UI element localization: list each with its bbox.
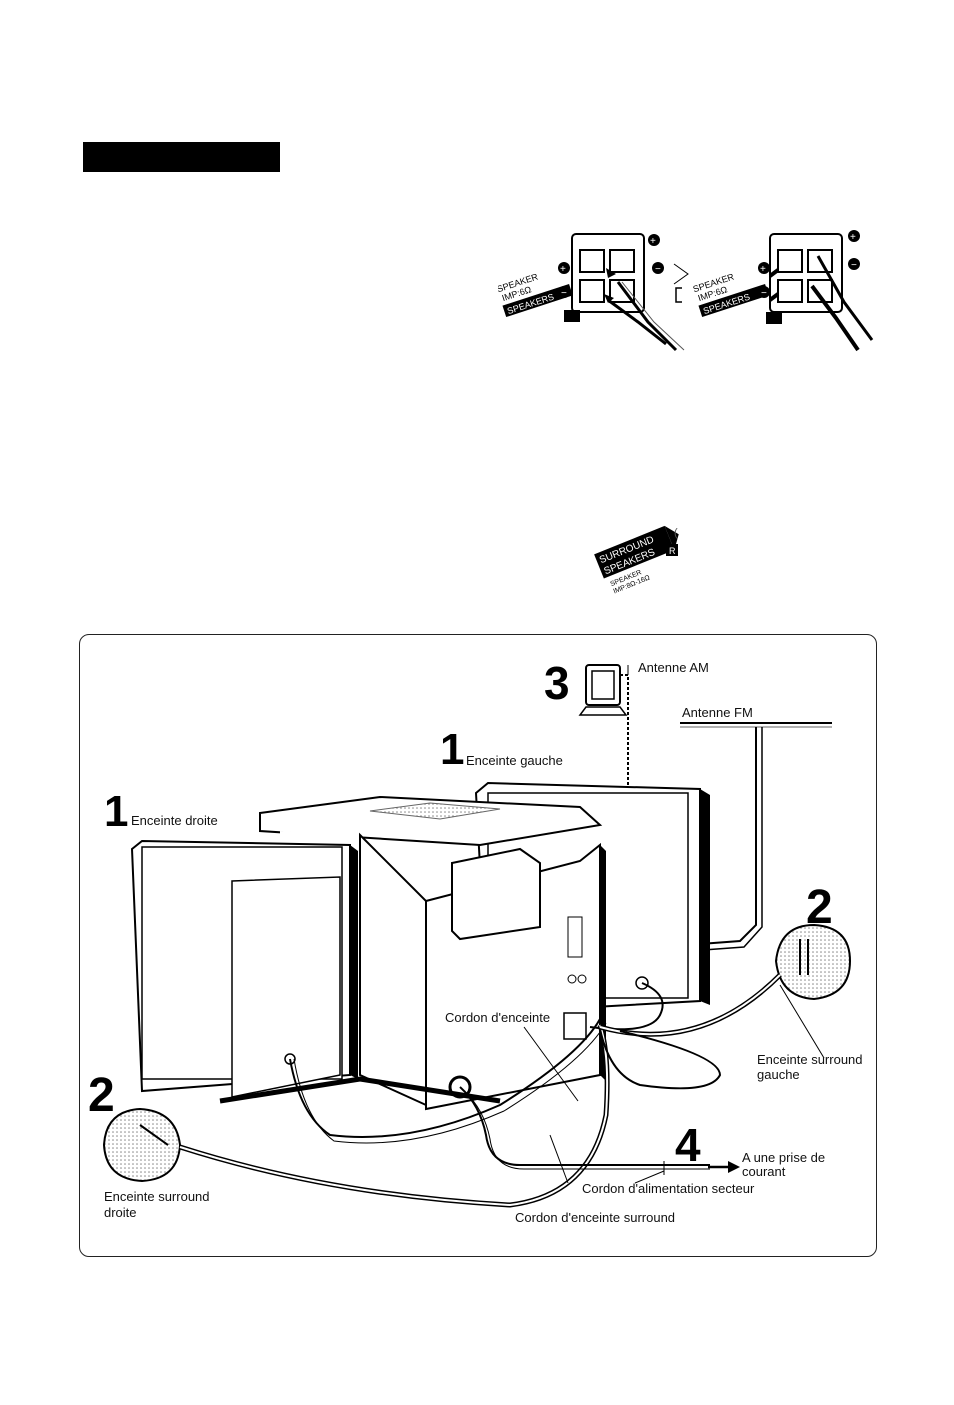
power-outlet-arrow-icon xyxy=(708,1161,740,1173)
label-am-antenna: Antenne AM xyxy=(638,660,709,675)
speaker-terminal-illustration: SPEAKER IMP:6Ω SPEAKERS + − + − SPEAKER … xyxy=(498,230,874,352)
svg-text:+: + xyxy=(850,232,856,243)
label-surround-cord: Cordon d'enceinte surround xyxy=(515,1210,676,1225)
connection-diagram xyxy=(102,664,852,1208)
label-right-speaker: Enceinte droite xyxy=(131,813,218,828)
label-left-speaker: Enceinte gauche xyxy=(466,753,563,768)
label-fm-antenna: Antenne FM xyxy=(682,705,753,720)
step-number-surround-left: 2 xyxy=(806,881,833,934)
arrow-icon xyxy=(673,263,689,285)
step-number-left-speaker: 1 xyxy=(440,725,465,774)
surround-right-speaker-icon xyxy=(102,1107,182,1183)
label-power-cord: Cordon d'alimentation secteur xyxy=(582,1181,755,1196)
svg-text:+: + xyxy=(650,236,656,247)
step-number-power: 4 xyxy=(675,1119,701,1171)
surround-speakers-illustration: SURROUND SPEAKERS SPEAKER IMP:8Ω-16Ω R ( xyxy=(594,525,679,596)
connection-diagram-frame xyxy=(79,634,877,1257)
label-surround-left-line1: Enceinte surround xyxy=(757,1052,863,1067)
svg-text:+: + xyxy=(760,264,766,275)
surround-left-speaker-icon xyxy=(774,923,852,1001)
svg-text:−: − xyxy=(851,260,857,271)
label-surround-left-line2: gauche xyxy=(757,1067,800,1082)
step-number-am: 3 xyxy=(544,657,570,709)
svg-text:(: ( xyxy=(674,527,678,539)
terminal-panel-after: SPEAKER IMP:6Ω SPEAKERS + − + − xyxy=(692,230,874,352)
label-leader-lines xyxy=(523,665,825,1184)
svg-text:−: − xyxy=(761,288,767,299)
terminal-panel-before: SPEAKER IMP:6Ω SPEAKERS + − + − xyxy=(498,233,685,352)
label-outlet-line1: A une prise de xyxy=(742,1150,826,1165)
speaker-cables xyxy=(179,973,782,1208)
svg-text:−: − xyxy=(655,264,661,275)
step-number-surround-right: 2 xyxy=(88,1069,115,1122)
section-heading-bar xyxy=(83,142,280,172)
label-speaker-cord: Cordon d'enceinte xyxy=(445,1010,551,1025)
label-surround-right-line1: Enceinte surround xyxy=(104,1189,210,1204)
surround-channel-label: R xyxy=(669,546,676,556)
step-number-right-speaker: 1 xyxy=(104,787,129,836)
label-outlet-line2: courant xyxy=(742,1164,786,1179)
svg-text:−: − xyxy=(561,288,567,299)
label-surround-right-line2: droite xyxy=(104,1205,137,1220)
right-speaker-illustration xyxy=(130,839,501,1104)
svg-text:+: + xyxy=(560,264,566,275)
